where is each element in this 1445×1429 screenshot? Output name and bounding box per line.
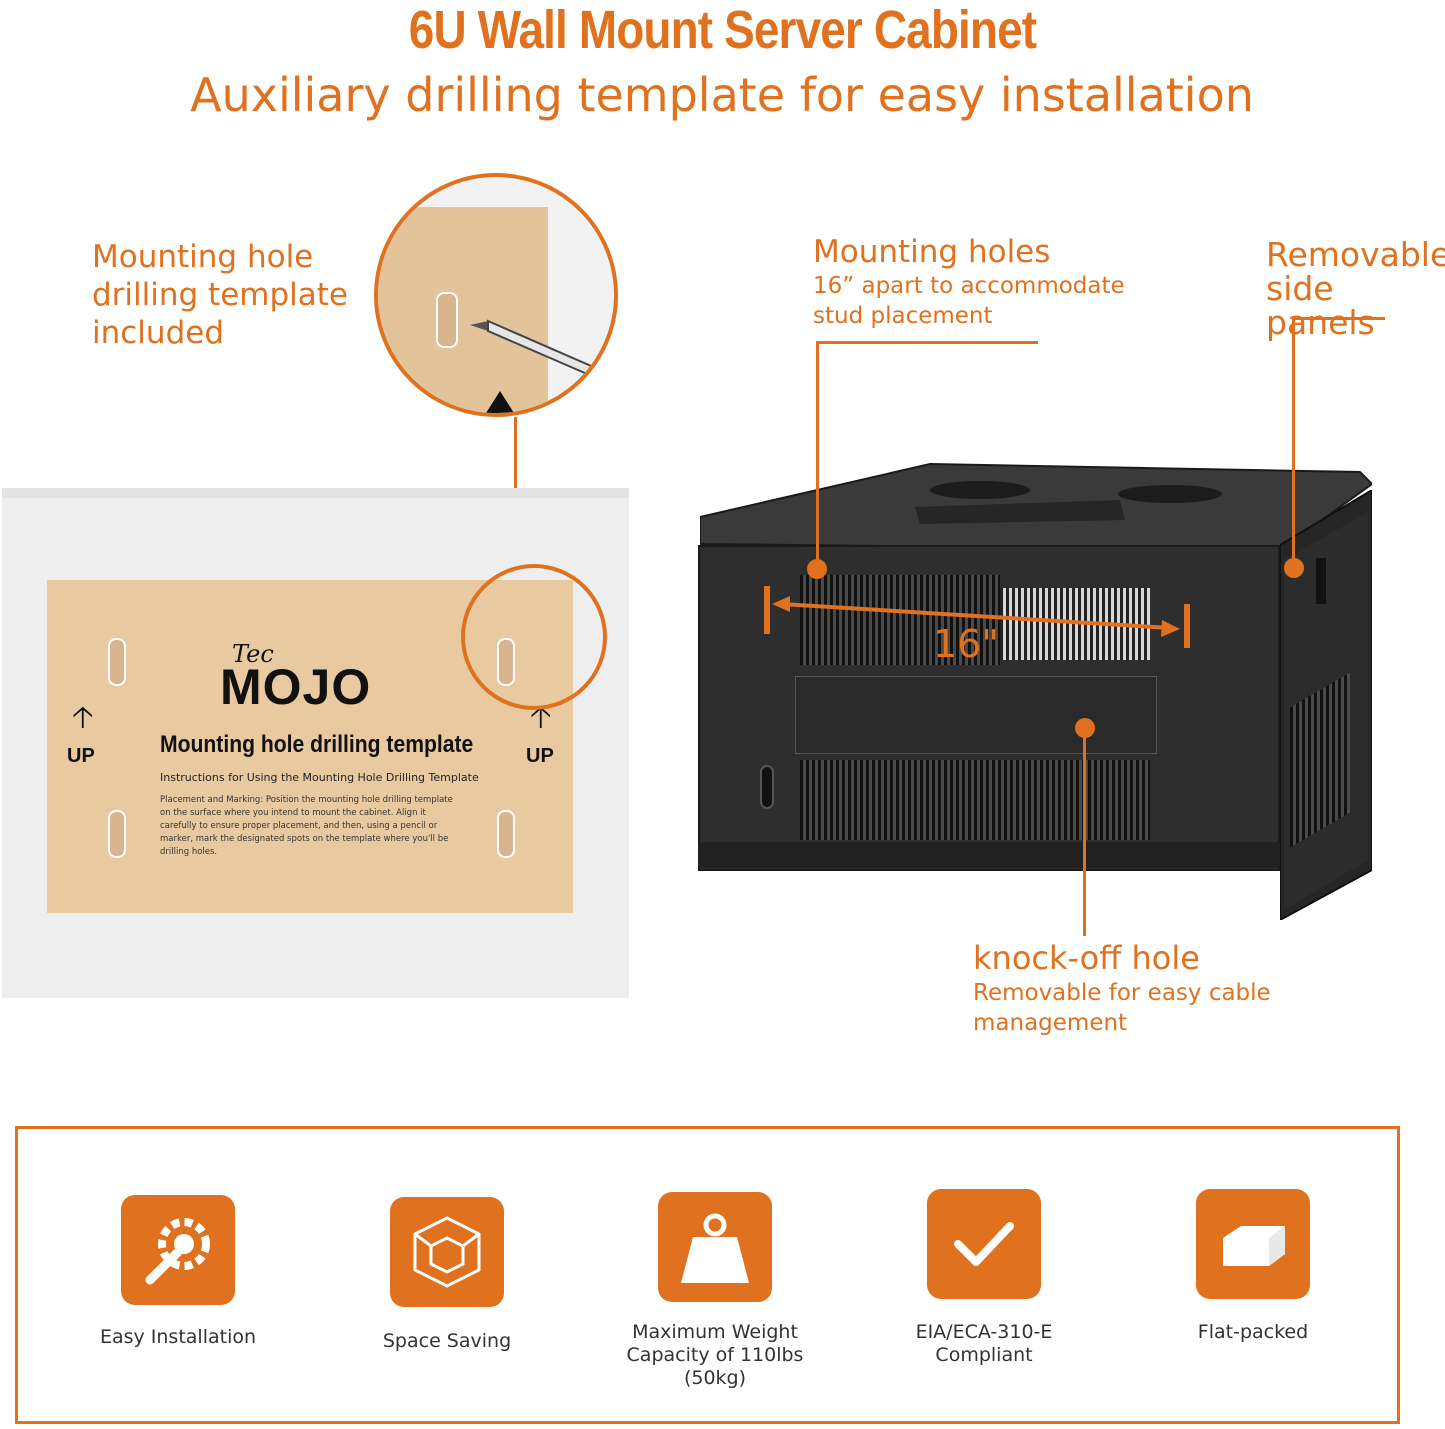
page-subtitle: Auxiliary drilling template for easy ins… — [190, 68, 1254, 122]
knock-off-panel — [795, 676, 1157, 754]
keyhole-icon — [108, 638, 126, 686]
flat-box-icon — [1196, 1189, 1310, 1299]
up-label-right: UP — [526, 745, 554, 767]
wall-board-edge — [2, 488, 629, 498]
callout-line — [816, 341, 1038, 344]
feature-label-space-saving: Space Saving — [382, 1330, 512, 1352]
feature-label-compliance: EIA/ECA-310-E Compliant — [915, 1321, 1053, 1366]
up-label-left: UP — [67, 745, 95, 767]
knock-off-subtitle: Removable for easy cable management — [973, 980, 1271, 1036]
vent-grille — [800, 575, 1000, 665]
weight-icon — [658, 1192, 772, 1302]
highlight-circle — [461, 564, 607, 710]
up-arrow-icon — [486, 391, 514, 413]
cabinet-keyhole-icon — [760, 765, 774, 809]
feature-label-max-weight: Maximum Weight Capacity of 110lbs (50kg) — [626, 1321, 804, 1389]
up-arrow-icon: 🡡 — [72, 700, 94, 735]
callout-dot — [807, 559, 827, 579]
vent-grille — [800, 760, 1150, 840]
cabinet-top — [700, 462, 1372, 552]
callout-line — [1292, 317, 1295, 567]
cabinet-base — [698, 842, 1280, 868]
keyhole-icon — [497, 810, 515, 858]
distance-label: 16" — [933, 622, 999, 666]
mounting-holes-callout: Mounting holes 16” apart to accommodate … — [813, 233, 1153, 331]
brand-logo-tec: Tec — [232, 640, 274, 668]
wrench-gear-icon — [121, 1195, 235, 1305]
check-icon — [927, 1189, 1041, 1299]
up-arrow-icon: 🡡 — [530, 700, 552, 735]
brand-logo-mojo: MOJO — [220, 659, 372, 715]
callout-line — [1292, 317, 1385, 320]
side-panels-callout: Removable side panels — [1266, 235, 1445, 342]
callout-line — [1083, 728, 1086, 936]
template-title: Mounting hole drilling template — [160, 731, 474, 758]
feature-label-flat-packed: Flat-packed — [1197, 1321, 1309, 1343]
template-instructions-body: Placement and Marking: Position the moun… — [160, 795, 453, 857]
template-instructions-heading: Instructions for Using the Mounting Hole… — [160, 771, 479, 784]
knock-off-title: knock-off hole — [973, 939, 1200, 977]
page-title: 6U Wall Mount Server Cabinet — [408, 0, 1037, 60]
zoom-keyhole-icon — [436, 292, 458, 348]
features-panel — [15, 1126, 1400, 1424]
callout-line — [816, 341, 819, 569]
mounting-holes-subtitle: 16” apart to accommodate stud placement — [813, 273, 1125, 329]
zoom-circle — [374, 173, 618, 417]
template-callout-label: Mounting hole drilling template included — [92, 239, 348, 351]
zoom-template-paper — [378, 207, 548, 413]
knock-off-callout: knock-off hole Removable for easy cable … — [973, 938, 1273, 1038]
distance-arrow — [764, 586, 1190, 648]
keyhole-icon — [108, 810, 126, 858]
callout-dot — [1284, 558, 1304, 578]
feature-label-easy-installation: Easy Installation — [99, 1326, 257, 1348]
mounting-holes-title: Mounting holes — [813, 234, 1051, 270]
cube-icon — [390, 1197, 504, 1307]
pencil-icon — [470, 319, 600, 379]
